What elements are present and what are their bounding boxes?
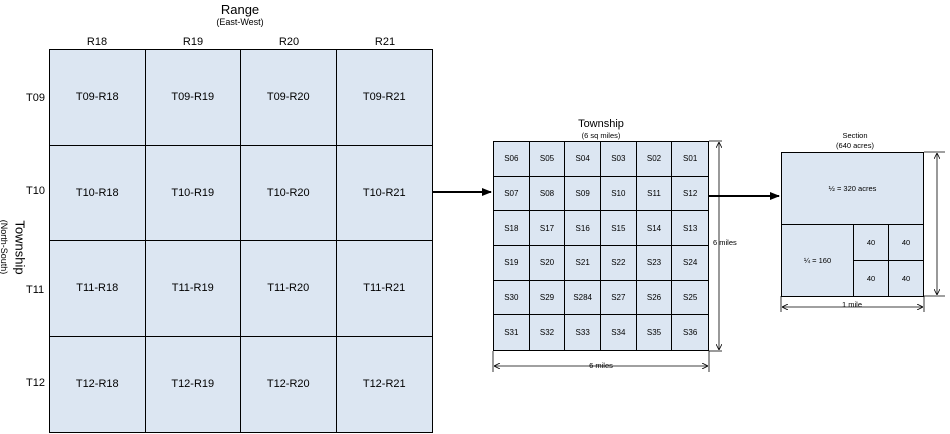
township-row-label: T11 <box>26 284 45 296</box>
section-cell: S06 <box>494 142 530 177</box>
range-cell: T09-R20 <box>241 50 337 146</box>
range-cell: T09-R19 <box>145 50 241 146</box>
section-cell: S30 <box>494 280 530 316</box>
section-cell: S11 <box>636 176 673 212</box>
section-cell: S18 <box>494 211 530 246</box>
section-cell: S01 <box>672 142 708 177</box>
section-sixteenth: 40 <box>888 224 924 261</box>
section-cell: S27 <box>601 280 637 316</box>
section-cell: S20 <box>529 246 566 281</box>
section-cell: S07 <box>494 176 530 212</box>
range-cell: T09-R18 <box>50 50 146 146</box>
range-cell: T12-R21 <box>336 336 432 432</box>
township-row-label: T12 <box>26 377 45 389</box>
range-township-grid: T09-R18 T09-R19 T09-R20 T09-R21 T10-R18 … <box>49 49 433 433</box>
section-sixteenth: 40 <box>888 260 924 297</box>
range-col-label: R21 <box>374 36 396 48</box>
range-cell: T10-R20 <box>241 145 337 241</box>
range-cell: T12-R19 <box>145 336 241 432</box>
range-cell: T10-R18 <box>50 145 146 241</box>
section-sixteenth: 40 <box>853 260 889 297</box>
township-subtitle: (6 sq miles) <box>581 131 621 140</box>
township-row-label: T10 <box>26 185 45 197</box>
section-cell: S35 <box>636 315 673 350</box>
range-title: Range <box>220 2 260 17</box>
section-cell: S36 <box>672 315 708 350</box>
section-cell: S12 <box>672 176 708 212</box>
range-col-label: R18 <box>86 36 108 48</box>
range-cell: T11-R19 <box>145 241 241 337</box>
section-cell: S04 <box>565 142 601 177</box>
section-cell: S09 <box>565 176 601 212</box>
section-cell: S23 <box>636 246 673 281</box>
section-cell: S02 <box>636 142 673 177</box>
section-cell: S22 <box>601 246 637 281</box>
range-cell: T09-R21 <box>336 50 432 146</box>
section-quarter: ¼ = 160 <box>781 224 854 297</box>
range-cell: T11-R18 <box>50 241 146 337</box>
range-col-label: R20 <box>278 36 300 48</box>
section-cell: S34 <box>601 315 637 350</box>
section-cell: S25 <box>672 280 708 316</box>
section-cell: S24 <box>672 246 708 281</box>
section-cell: S10 <box>601 176 637 212</box>
range-cell: T10-R19 <box>145 145 241 241</box>
township-height-label: 6 miles <box>713 238 737 247</box>
township-row-label: T09 <box>26 92 45 104</box>
section-cell: S33 <box>565 315 601 350</box>
section-subtitle: (640 acres) <box>836 141 874 150</box>
range-cell: T12-R18 <box>50 336 146 432</box>
section-title: Section <box>842 131 868 140</box>
township-sections-grid: S06 S05 S04 S03 S02 S01 S07 S08 S09 S10 … <box>493 141 709 351</box>
section-cell: S05 <box>529 142 566 177</box>
section-cell: S26 <box>636 280 673 316</box>
range-cell: T10-R21 <box>336 145 432 241</box>
section-half: ½ = 320 acres <box>781 152 924 225</box>
section-cell: S14 <box>636 211 673 246</box>
section-cell: S08 <box>529 176 566 212</box>
section-cell: S15 <box>601 211 637 246</box>
section-cell: S32 <box>529 315 566 350</box>
section-cell: S21 <box>565 246 601 281</box>
range-cell: T11-R21 <box>336 241 432 337</box>
range-col-label: R19 <box>182 36 204 48</box>
section-cell: S13 <box>672 211 708 246</box>
township-title: Township <box>578 118 624 130</box>
section-cell: S17 <box>529 211 566 246</box>
section-cell: S16 <box>565 211 601 246</box>
section-cell: S29 <box>529 280 566 316</box>
range-subtitle: (East-West) <box>216 17 264 27</box>
section-cell: S284 <box>565 280 601 316</box>
section-cell: S03 <box>601 142 637 177</box>
range-cell: T11-R20 <box>241 241 337 337</box>
section-cell: S31 <box>494 315 530 350</box>
section-cell: S19 <box>494 246 530 281</box>
range-cell: T12-R20 <box>241 336 337 432</box>
